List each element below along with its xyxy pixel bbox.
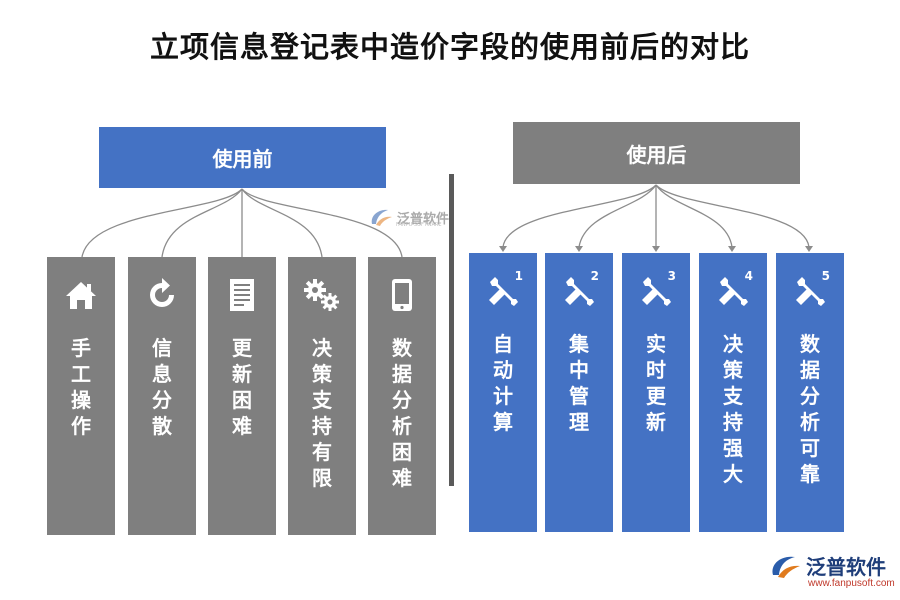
- watermark-name: 泛普软件: [397, 211, 450, 227]
- fanpu-logo-icon: [772, 556, 800, 578]
- home-icon: [59, 277, 103, 313]
- connector-after-4: [655, 184, 733, 248]
- refresh-icon: [140, 277, 184, 313]
- after-item-label: 数据分析可靠: [800, 332, 820, 486]
- before-card-4: 决策支持有限: [288, 257, 356, 535]
- connector-before-5: [241, 188, 403, 258]
- wrench-icon: 3: [634, 269, 678, 309]
- after-item-label: 集中管理: [569, 332, 589, 434]
- connector-after-5: [655, 184, 810, 248]
- wrench-icon: 4: [711, 269, 755, 309]
- after-card-2: 2 集中管理: [545, 253, 613, 532]
- arrow-head-5: [805, 246, 813, 252]
- before-card-5: 数据分析困难: [368, 257, 436, 535]
- after-card-3: 3 实时更新: [622, 253, 690, 532]
- gears-icon: [300, 277, 344, 313]
- connector-after-1: [502, 184, 657, 248]
- after-item-label: 实时更新: [646, 332, 666, 434]
- before-item-label: 决策支持有限: [312, 336, 332, 490]
- arrow-head-4: [728, 246, 736, 252]
- after-card-4: 4 决策支持强大: [699, 253, 767, 532]
- wrench-icon: 5: [788, 269, 832, 309]
- center-divider: [449, 174, 454, 486]
- document-icon: [220, 277, 264, 313]
- before-card-2: 信息分散: [128, 257, 196, 535]
- wrench-icon: 1: [481, 269, 525, 309]
- brand-name: 泛普软件: [806, 555, 886, 579]
- connector-after-2: [578, 184, 657, 248]
- connector-before-2: [161, 188, 243, 258]
- before-card-1: 手工操作: [47, 257, 115, 535]
- arrow-head-1: [499, 246, 507, 252]
- watermark-logo: 泛普软件 FANPU SOFTWARE: [368, 206, 449, 228]
- item-number: 4: [744, 269, 753, 283]
- item-number: 1: [514, 269, 523, 283]
- item-number: 2: [590, 269, 599, 283]
- brand-logo: 泛普软件 www.fanpusoft.com: [768, 551, 895, 589]
- brand-url: www.fanpusoft.com: [808, 578, 895, 589]
- before-item-label: 手工操作: [71, 336, 91, 438]
- before-header: 使用前: [99, 127, 386, 188]
- wrench-icon: 2: [557, 269, 601, 309]
- item-number: 3: [667, 269, 676, 283]
- mobile-icon: [380, 277, 424, 313]
- watermark-sub: FANPU SOFTWARE: [396, 222, 442, 228]
- item-number: 5: [821, 269, 830, 283]
- after-card-1: 1 自动计算: [469, 253, 537, 532]
- connector-before-4: [241, 188, 323, 258]
- after-item-label: 自动计算: [493, 332, 513, 434]
- arrow-head-3: [652, 246, 660, 252]
- before-card-3: 更新困难: [208, 257, 276, 535]
- arrow-head-2: [575, 246, 583, 252]
- after-card-5: 5 数据分析可靠: [776, 253, 844, 532]
- before-item-label: 数据分析困难: [392, 336, 412, 490]
- after-item-label: 决策支持强大: [723, 332, 743, 486]
- connector-before-1: [81, 188, 243, 258]
- fanpu-logo-icon: [371, 209, 392, 226]
- after-header: 使用后: [513, 122, 800, 184]
- before-item-label: 信息分散: [152, 336, 172, 438]
- before-item-label: 更新困难: [232, 336, 252, 438]
- page-title: 立项信息登记表中造价字段的使用前后的对比: [149, 30, 750, 64]
